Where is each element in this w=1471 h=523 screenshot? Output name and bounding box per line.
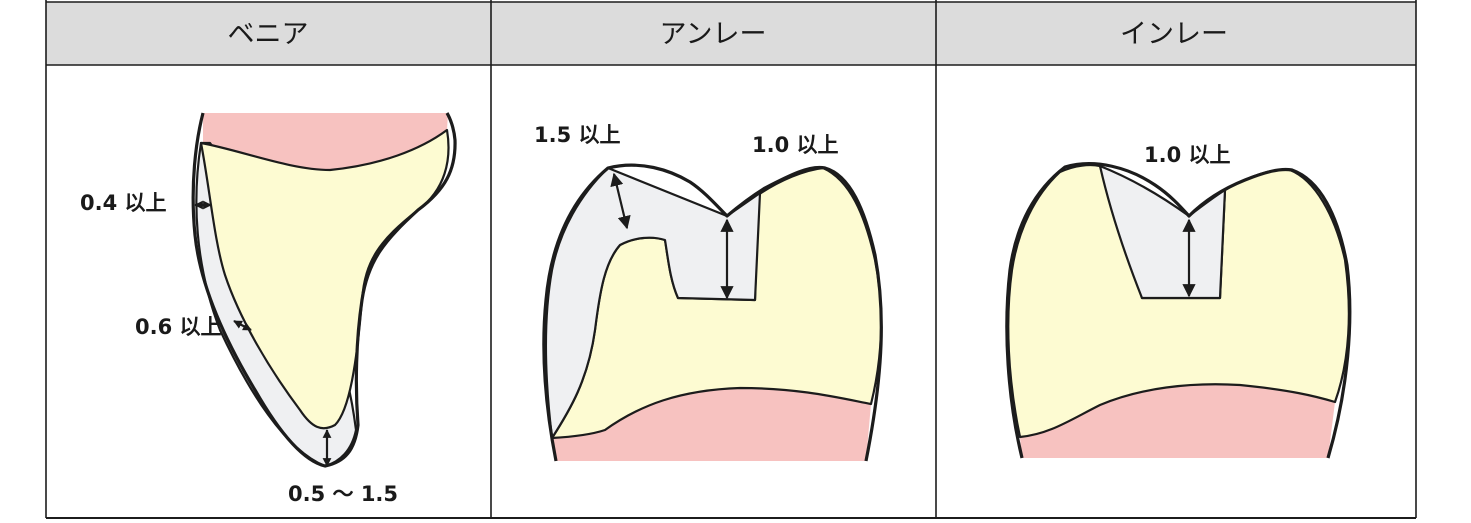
onlay-restoration <box>544 166 762 440</box>
veneer-label-0-4: 0.4 以上 <box>80 191 167 215</box>
onlay-tooth <box>542 163 883 462</box>
inlay-tooth-body <box>1007 164 1350 439</box>
veneer-label-0-6: 0.6 以上 <box>135 315 222 339</box>
table <box>45 0 1417 519</box>
header-onlay: アンレー <box>660 19 767 50</box>
onlay-label-1-5: 1.5 以上 <box>534 123 621 147</box>
onlay-gum <box>553 388 871 461</box>
veneer-gum <box>203 113 448 170</box>
header-inlay: インレー <box>1120 19 1228 50</box>
header-veneer: ベニア <box>228 19 309 50</box>
inlay-tooth <box>1005 162 1352 459</box>
veneer-arrow-0-6 <box>233 320 252 331</box>
veneer-label-tip: 0.5 ～ 1.5 <box>288 482 398 506</box>
onlay-label-1-0: 1.0 以上 <box>752 133 839 157</box>
veneer-tooth-body <box>199 128 450 430</box>
inlay-gum <box>1020 384 1335 458</box>
onlay-outline <box>542 163 883 462</box>
header-row-bg <box>46 2 1416 65</box>
veneer-tooth <box>191 112 457 468</box>
onlay-arrow-1-5 <box>610 172 631 230</box>
inlay-outline <box>1005 162 1352 459</box>
inlay-label-1-0: 1.0 以上 <box>1144 143 1231 167</box>
veneer-outline <box>191 112 457 468</box>
